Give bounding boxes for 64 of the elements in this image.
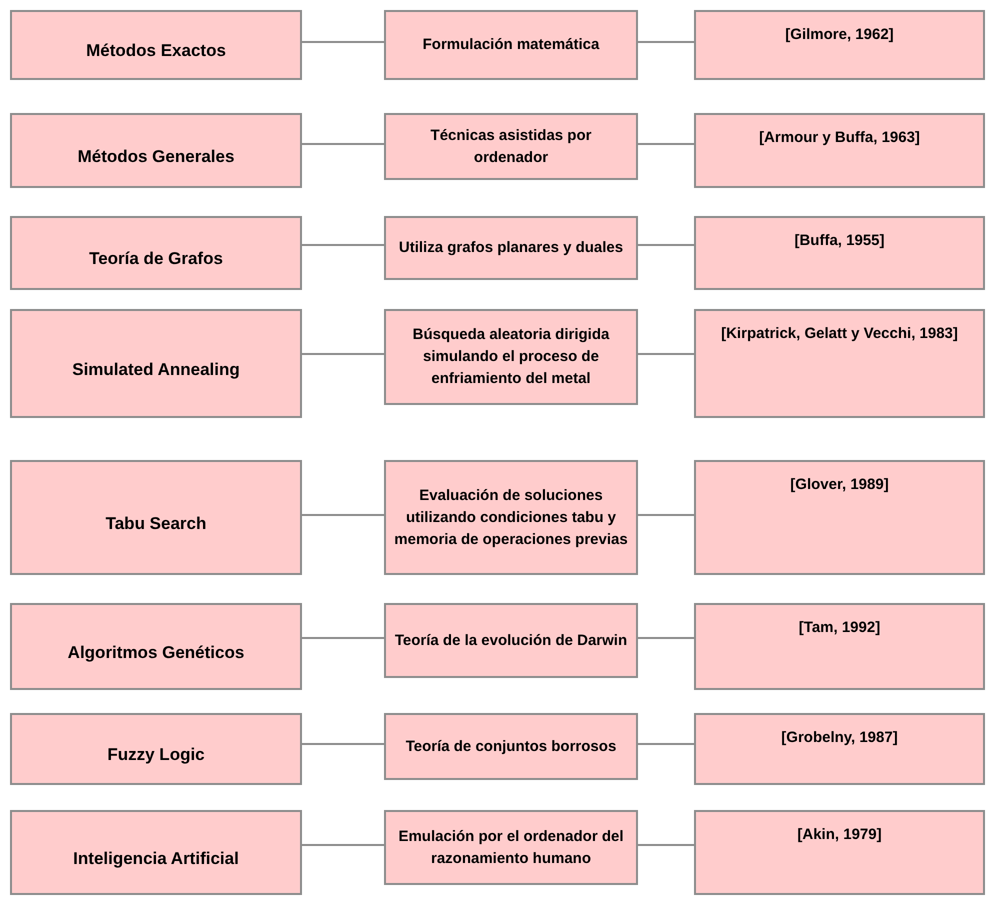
connector-line xyxy=(638,353,694,355)
process-box xyxy=(384,309,638,405)
process-box xyxy=(694,113,985,188)
box-text: [Armour y Buffa, 1963] xyxy=(759,128,920,148)
box-text: [Buffa, 1955] xyxy=(794,231,885,251)
connector-line xyxy=(638,844,694,846)
box-text: Tabu Search xyxy=(106,512,206,534)
process-box xyxy=(694,10,985,80)
box-text: Teoría de Grafos xyxy=(89,248,223,270)
process-box xyxy=(694,603,985,690)
connector-line xyxy=(302,353,384,355)
process-box xyxy=(10,216,302,290)
connector-line xyxy=(302,637,384,639)
box-text: Técnicas asistidas por ordenador xyxy=(430,126,592,168)
process-box xyxy=(384,460,638,575)
box-text: Teoría de la evolución de Darwin xyxy=(394,630,628,650)
process-box xyxy=(694,216,985,290)
process-box xyxy=(10,603,302,690)
box-text: Utiliza grafos planares y duales xyxy=(398,238,624,258)
box-text: Simulated Annealing xyxy=(72,358,240,380)
process-box xyxy=(10,10,302,80)
connector-line xyxy=(302,844,384,846)
process-box xyxy=(384,113,638,180)
connector-line xyxy=(638,244,694,246)
process-box xyxy=(10,713,302,785)
box-text: [Akin, 1979] xyxy=(797,825,882,845)
box-text: Búsqueda aleatoria dirigida simulando el proceso de enfriamiento del metal xyxy=(412,325,610,389)
connector-line xyxy=(638,143,694,145)
box-text: [Gilmore, 1962] xyxy=(785,25,894,45)
process-box xyxy=(694,460,985,575)
connector-line xyxy=(302,41,384,43)
process-box xyxy=(10,309,302,418)
box-text: [Tam, 1992] xyxy=(798,618,880,638)
box-text: [Grobelny, 1987] xyxy=(781,728,898,748)
box-text: [Kirpatrick, Gelatt y Vecchi, 1983] xyxy=(721,324,958,344)
box-text: Teoría de conjuntos borrosos xyxy=(406,736,616,756)
box-text: Fuzzy Logic xyxy=(107,744,205,766)
box-text: Formulación matemática xyxy=(422,35,600,55)
process-box xyxy=(694,309,985,418)
connector-line xyxy=(302,244,384,246)
process-box xyxy=(384,216,638,280)
process-box xyxy=(10,460,302,575)
process-box xyxy=(10,113,302,188)
box-text: Algoritmos Genéticos xyxy=(68,642,244,664)
box-text: Inteligencia Artificial xyxy=(73,848,239,870)
process-box xyxy=(384,603,638,678)
box-text: Emulación por el ordenador del razonamiento humano xyxy=(397,826,625,868)
connector-line xyxy=(638,41,694,43)
box-text: Evaluación de soluciones utilizando condiciones tabu y memoria de operaciones previas xyxy=(393,486,629,550)
connector-line xyxy=(638,743,694,745)
box-text: Métodos Exactos xyxy=(86,40,226,62)
box-text: Métodos Generales xyxy=(78,146,234,168)
box-text: [Glover, 1989] xyxy=(790,475,889,495)
connector-line xyxy=(302,514,384,516)
process-box xyxy=(384,810,638,885)
connector-line xyxy=(638,514,694,516)
connector-line xyxy=(302,743,384,745)
process-box xyxy=(384,10,638,80)
process-box xyxy=(384,713,638,780)
process-box xyxy=(694,810,985,895)
connector-line xyxy=(638,637,694,639)
process-box xyxy=(10,810,302,895)
process-box xyxy=(694,713,985,785)
connector-line xyxy=(302,143,384,145)
